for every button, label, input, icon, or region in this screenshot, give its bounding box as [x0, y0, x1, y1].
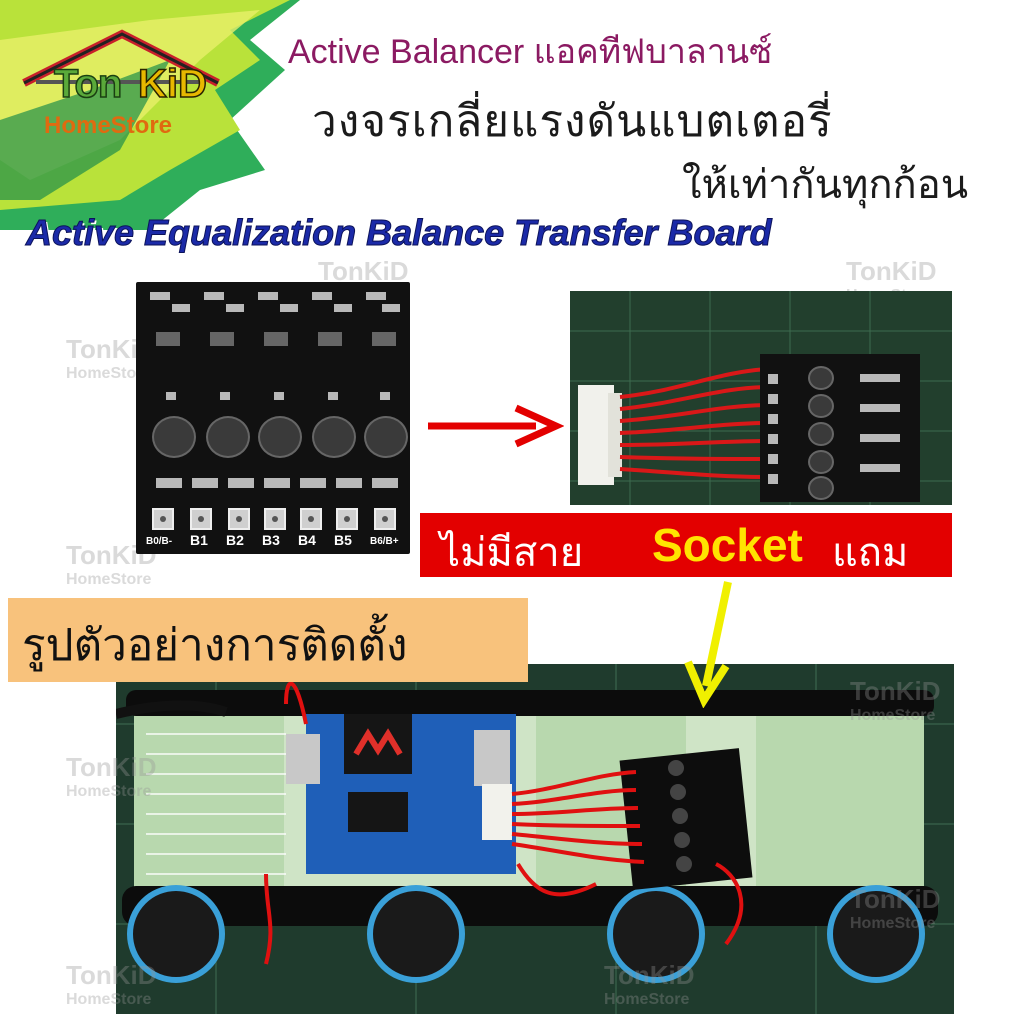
pin-label: B0/B-: [146, 536, 173, 547]
installation-example-label-box: [8, 598, 528, 682]
title-english: Active Equalization Balance Transfer Boa…: [26, 212, 773, 254]
inductor: [364, 416, 408, 458]
installation-example-label: รูปตัวอย่างการติดตั้ง: [22, 620, 408, 671]
pin-label: B4: [298, 532, 316, 548]
inductor: [152, 416, 196, 458]
no-socket-banner: [420, 513, 952, 577]
pin-label: B6/B+: [370, 536, 399, 547]
board-photo-small: [760, 354, 920, 502]
solder-pad: [190, 508, 212, 530]
inductor: [258, 416, 302, 458]
installation-example-photo: [116, 664, 954, 1014]
logo-ton-text: Ton: [53, 61, 123, 107]
title-line-1: Active Balancer แอคทีฟบาลานซ์: [288, 33, 773, 71]
solder-pad: [374, 508, 396, 530]
title-line-2: วงจรเกลี่ยแรงดันแบตเตอรี่: [312, 96, 833, 147]
banner-text-socket: Socket: [652, 519, 803, 571]
solder-pad: [300, 508, 322, 530]
red-arrow-icon: [428, 404, 564, 448]
pin-label: B1: [190, 532, 208, 548]
solder-pad: [152, 508, 174, 530]
house-roof-icon: [22, 29, 220, 87]
inductor: [312, 416, 356, 458]
logo-homestore-text: HomeStore: [44, 112, 173, 139]
solder-pad: [228, 508, 250, 530]
pin-label: B2: [226, 532, 244, 548]
banner-text-thai-1: ไม่มีสาย: [440, 530, 584, 576]
pin-label: B5: [334, 532, 352, 548]
inductor: [206, 416, 250, 458]
title-line-3: ให้เท่ากันทุกก้อน: [682, 162, 969, 208]
solder-pad: [264, 508, 286, 530]
logo-kid-text: KiD: [137, 61, 207, 107]
pin-label: B3: [262, 532, 280, 548]
balancer-board-photo: B0/B- B1 B2 B3 B4 B5 B6/B+: [136, 282, 410, 554]
yellow-arrow-icon: [684, 581, 732, 708]
solder-pad: [336, 508, 358, 530]
banner-text-thai-2: แถม: [832, 530, 909, 576]
